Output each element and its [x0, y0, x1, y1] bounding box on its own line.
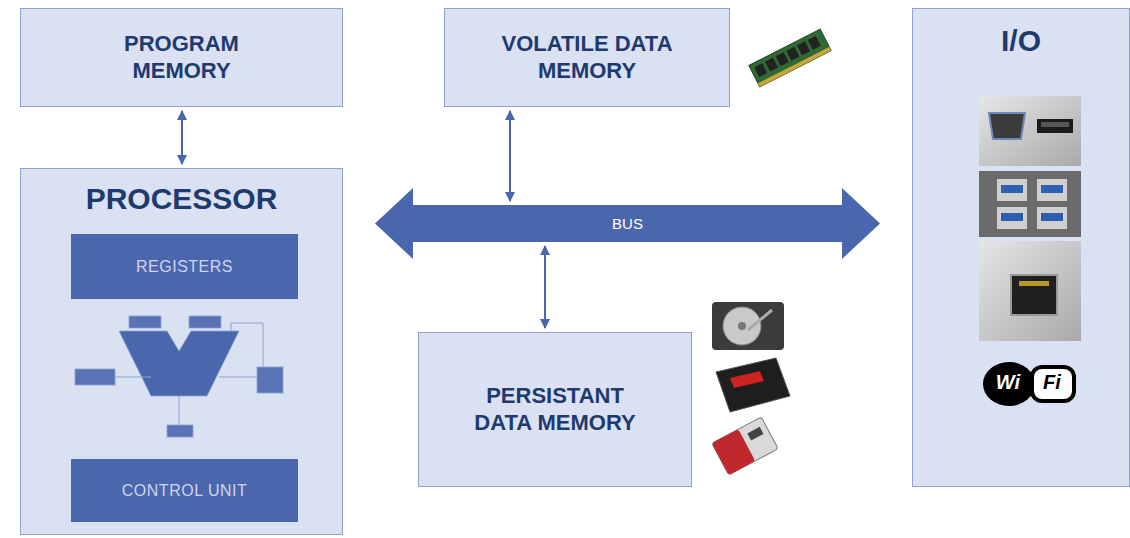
bus-band: BUS: [375, 205, 880, 242]
io-port-illustrations: [913, 9, 1130, 488]
wifi-logo: [983, 362, 1074, 406]
box-label: VOLATILE DATA MEMORY: [501, 31, 673, 84]
wifi-logo-text: Fi: [1031, 372, 1073, 392]
hard-disk: [712, 302, 784, 350]
ssd-drive: [716, 358, 790, 412]
usb-ports-photo: [979, 171, 1081, 237]
bus-connector: [509, 111, 511, 201]
processor-box: PROCESSOR REGISTERS CONTROL UNIT: [20, 168, 343, 535]
register-box: REGISTERS: [71, 234, 298, 299]
ethernet-port-photo: [979, 241, 1081, 341]
bus-connector: [544, 246, 546, 328]
io-panel: I/O: [912, 8, 1130, 487]
box-label: PROGRAM MEMORY: [92, 31, 272, 84]
box-label: BUS: [612, 215, 643, 233]
storage-box: PERSISTANT DATA MEMORY: [418, 332, 692, 487]
box-label: CONTROL UNIT: [122, 481, 247, 500]
box-title: I/O: [913, 23, 1129, 59]
memory-box: VOLATILE DATA MEMORY: [444, 8, 730, 107]
bus-arrow-polygon: [375, 188, 880, 259]
wifi-logo-text: Wi: [986, 372, 1030, 392]
box-title: PROCESSOR: [21, 181, 342, 217]
box-label: PERSISTANT DATA MEMORY: [465, 383, 645, 436]
memory-box: PROGRAM MEMORY: [20, 8, 343, 107]
bus-connector: [181, 111, 183, 164]
sd-card: [712, 417, 778, 475]
ram-stick: [749, 29, 831, 87]
control-unit-box: CONTROL UNIT: [71, 459, 298, 522]
box-label: REGISTERS: [136, 257, 233, 276]
video-ports-photo: [979, 96, 1081, 166]
